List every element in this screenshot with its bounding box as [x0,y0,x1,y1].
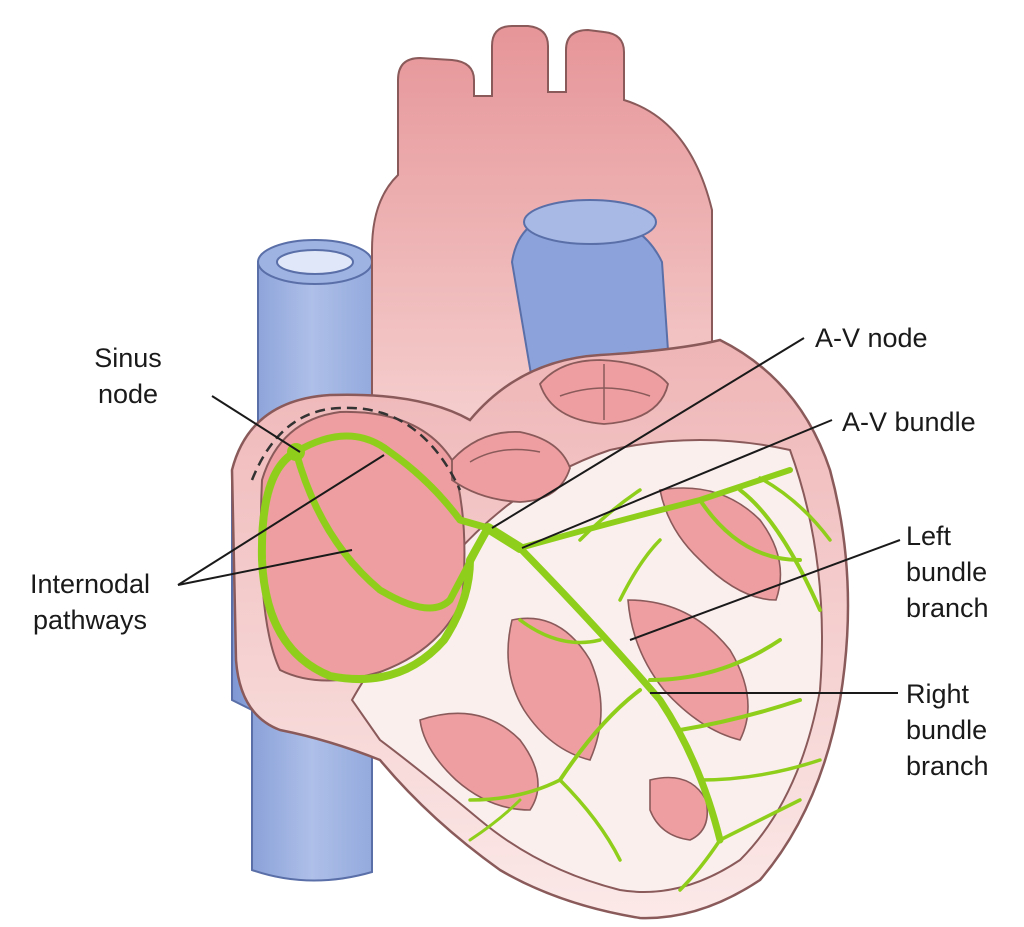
dashed-boundary [250,406,462,491]
callout-lines [177,337,901,694]
internodal-pathway-inner [292,432,492,532]
label-sinus-node: Sinus node [78,340,178,412]
label-left-bundle-branch-line-3: branch [906,593,989,623]
left-bundle-branch-leader [629,539,901,641]
label-left-bundle-branch-line-1: Left [906,521,952,551]
label-right-bundle-branch-line-3: branch [906,751,989,781]
internodal-pathway-middle [292,448,492,612]
label-left-bundle-branch-line-2: bundle [906,557,988,587]
label-left-bundle-branch: Left bundle branch [906,518,989,626]
conduction-system [257,432,832,892]
right-bundle-branch-line [516,544,724,844]
label-internodal-pathways: Internodal pathways [4,566,176,638]
label-right-bundle-branch-line-1: Right [906,679,970,709]
label-right-bundle-branch-line-2: bundle [906,715,988,745]
internodal-leader-1 [177,454,385,586]
label-sinus-node-line-2: node [97,379,159,409]
pulmonary-artery [510,199,672,381]
internodal-leader-2 [177,549,353,586]
label-right-bundle-branch: Right bundle branch [906,676,989,784]
valves [451,359,669,503]
av-bundle-trunk [483,523,525,553]
label-av-node: A-V node [815,320,928,356]
label-sinus-node-line-1: Sinus [94,343,162,373]
av-node-leader [491,337,805,529]
label-av-bundle: A-V bundle [842,404,976,440]
papillary-muscles [419,487,782,841]
label-internodal-pathways-line-2: pathways [32,605,148,635]
label-internodal-pathways-line-1: Internodal [29,569,151,599]
sinus-node-leader [211,395,301,453]
label-av-bundle-text: A-V bundle [842,407,976,437]
av-bundle-leader [521,419,833,549]
label-av-node-text: A-V node [815,323,928,353]
internodal-pathway-outer [257,448,492,683]
